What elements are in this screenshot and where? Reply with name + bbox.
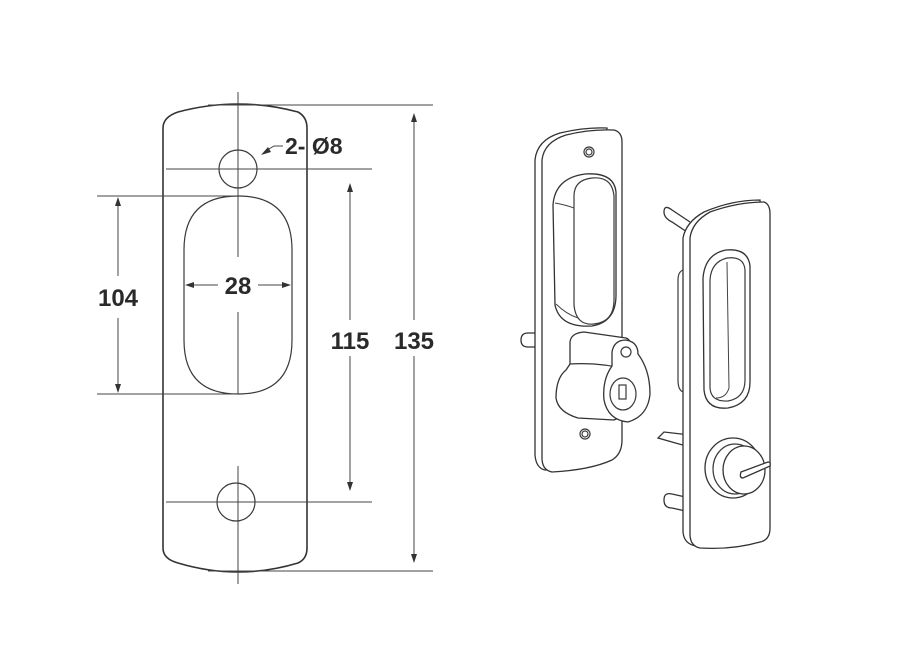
inner-cylinder-key-ring [609, 377, 637, 411]
inner-bottom-screw-hole-inner [581, 430, 589, 438]
inner-side-pin [520, 332, 536, 348]
thumbturn-slot [739, 461, 771, 479]
outer-pull-depth-line [715, 261, 730, 399]
inner-bottom-screw-hole [579, 428, 591, 440]
inner-pull-face [573, 177, 615, 325]
inner-pull-recess [552, 173, 617, 327]
outer-side-bump [677, 269, 684, 393]
inner-cylinder-face [603, 339, 651, 423]
outer-oval-pull [702, 249, 751, 409]
plate-outline [162, 103, 308, 573]
outer-oval-pull-inner [709, 257, 746, 402]
inner-top-screw-hole-inner [585, 148, 593, 156]
label-hole-diameter: 2- Ø8 [285, 133, 343, 159]
dimension-hole-spacing: 115 [331, 183, 370, 491]
dimension-overall-height: 135 [394, 113, 434, 563]
label-slot-height: 104 [98, 285, 139, 312]
front-elevation-view: 104 28 2- Ø8 115 [97, 92, 434, 584]
outer-top-pin [663, 206, 691, 235]
inner-top-screw-hole [583, 146, 595, 158]
isometric-inner-plate [520, 127, 651, 473]
label-overall-height: 135 [394, 328, 434, 355]
thumbturn-knob-icon [722, 445, 766, 495]
label-slot-width: 28 [225, 273, 252, 300]
dimension-slot-width: 28 [185, 273, 291, 300]
label-hole-spacing: 115 [331, 328, 370, 355]
inner-pull-bevel-top [554, 202, 575, 209]
isometric-outer-plate [656, 199, 771, 550]
dimension-hole-diameter: 2- Ø8 [261, 133, 343, 159]
inner-cylinder-mount-hole [620, 346, 632, 358]
inner-pull-bevel-bottom [555, 303, 579, 319]
square-spindle-icon [618, 384, 627, 400]
dimension-slot-height: 104 [98, 197, 139, 393]
finger-slot [183, 195, 293, 395]
